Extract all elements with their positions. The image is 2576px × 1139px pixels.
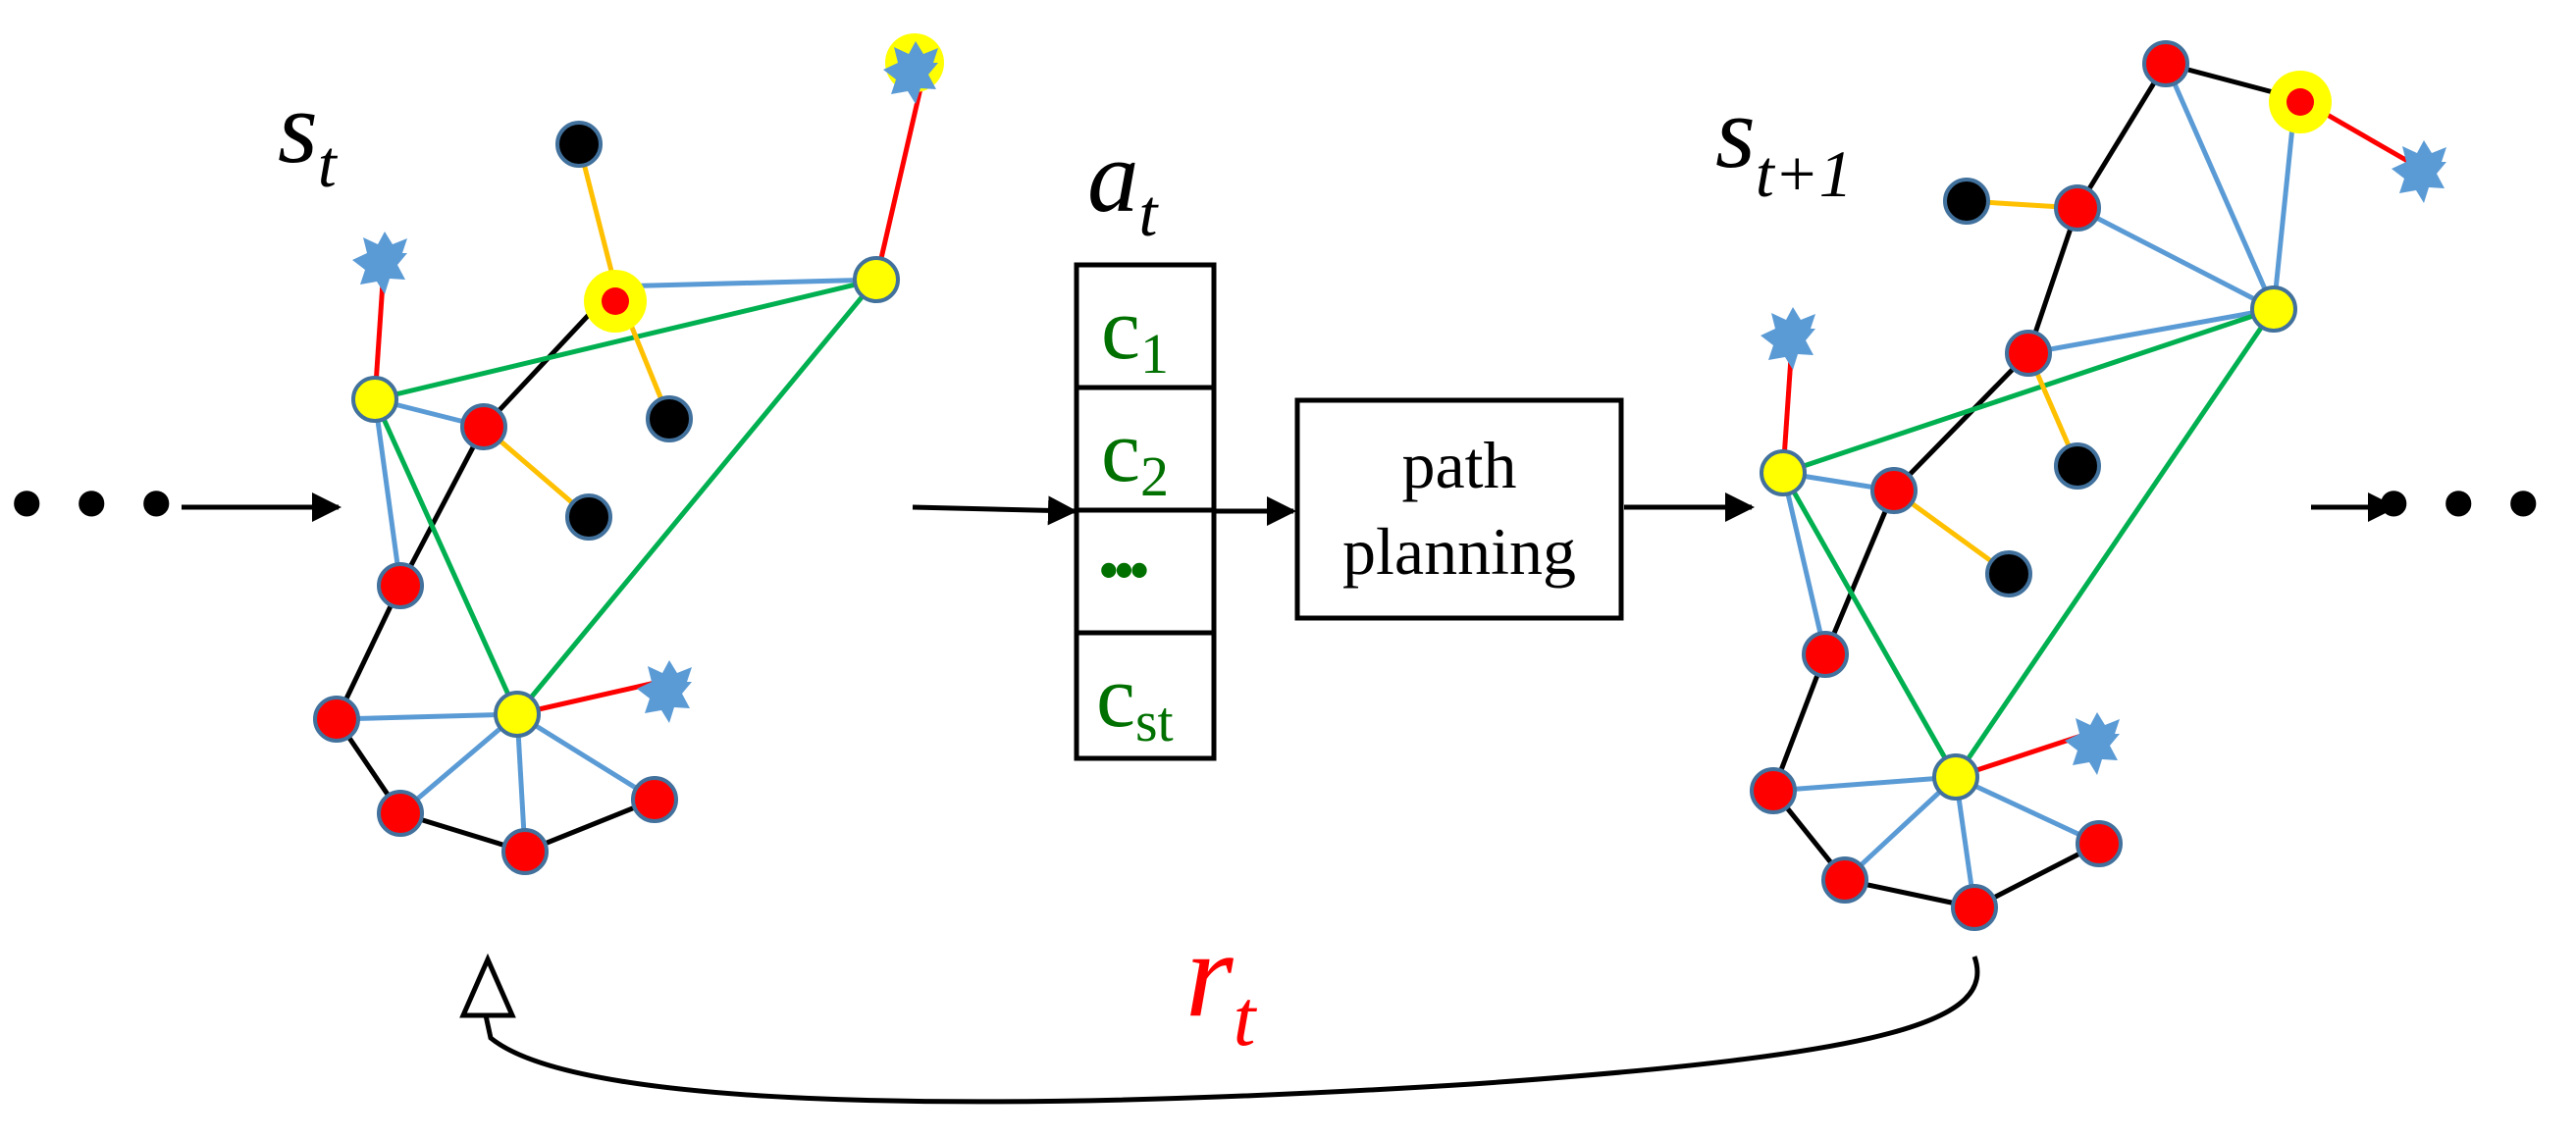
red-node	[2054, 184, 2101, 232]
red-node	[460, 403, 507, 450]
red-node	[2005, 330, 2052, 377]
green-edges	[372, 277, 878, 716]
red-node	[1821, 856, 1868, 904]
action-vector: c1 c2 ••• cst	[1074, 262, 1217, 761]
state-t-label: st	[278, 70, 339, 201]
red-node	[1802, 631, 1849, 678]
yellow-node	[494, 691, 541, 738]
blue-star-icon	[637, 660, 692, 723]
arrow-right-icon	[912, 495, 1078, 526]
red-node	[313, 696, 360, 743]
action-cell-cst-text: cst	[1096, 648, 1174, 753]
yellow-node	[2250, 285, 2297, 333]
reward-label: rt	[1185, 907, 1258, 1062]
yellow-node	[1760, 449, 1807, 496]
yellow-node	[351, 376, 398, 423]
blue-star-icon	[2392, 140, 2446, 203]
blue-star-icon	[352, 232, 407, 294]
path-planning-line1: path	[1401, 428, 1516, 502]
action-label: at	[1087, 119, 1160, 250]
action-cell-c1-text: c1	[1101, 281, 1169, 386]
action-cell-c2-text: c2	[1101, 403, 1169, 508]
yellow-node	[853, 256, 900, 303]
flow-arrows	[182, 492, 2397, 1105]
red-node	[1750, 767, 1797, 814]
orange-edges	[1892, 198, 2080, 577]
action-cell-c1	[1074, 262, 1217, 390]
red-node	[2142, 40, 2189, 87]
yellow-node	[1932, 753, 1979, 801]
graph-state-t	[313, 33, 944, 875]
black-node	[646, 395, 693, 442]
red-node	[501, 828, 549, 875]
red-node	[377, 562, 424, 609]
action-cell-dots	[1074, 507, 1217, 636]
blue-star-icon	[883, 33, 944, 104]
highlighted-red-node-icon	[584, 270, 647, 333]
action-cell-c2	[1074, 385, 1217, 513]
red-node	[631, 776, 678, 823]
black-node	[1985, 550, 2032, 597]
ellipsis-right: • • •	[2375, 443, 2543, 563]
triangle-arrowhead-icon	[459, 953, 516, 1018]
black-node	[1943, 178, 1990, 225]
green-edges	[1780, 306, 2277, 779]
red-edges	[372, 62, 929, 717]
path-planning-box: path planning	[1294, 397, 1624, 621]
path-planning-line2: planning	[1342, 514, 1576, 589]
red-node	[377, 790, 424, 837]
action-cell-cst	[1074, 630, 1217, 761]
red-node	[2076, 820, 2123, 867]
blue-star-icon	[2065, 712, 2120, 775]
black-node	[2054, 442, 2101, 490]
blue-star-icon	[1761, 307, 1815, 370]
red-node	[1870, 467, 1918, 514]
action-cell-dots-text: •••	[1099, 541, 1147, 601]
blue-edges	[336, 277, 877, 853]
reward-feedback-curve	[483, 956, 1980, 1105]
highlighted-red-node-icon	[2269, 71, 2332, 133]
black-node	[565, 493, 612, 541]
graph-state-t1	[1750, 40, 2446, 931]
ellipsis-left: • • •	[8, 443, 176, 563]
black-node	[555, 121, 603, 168]
red-node	[1951, 884, 1998, 931]
state-t1-label: st+1	[1715, 75, 1853, 211]
